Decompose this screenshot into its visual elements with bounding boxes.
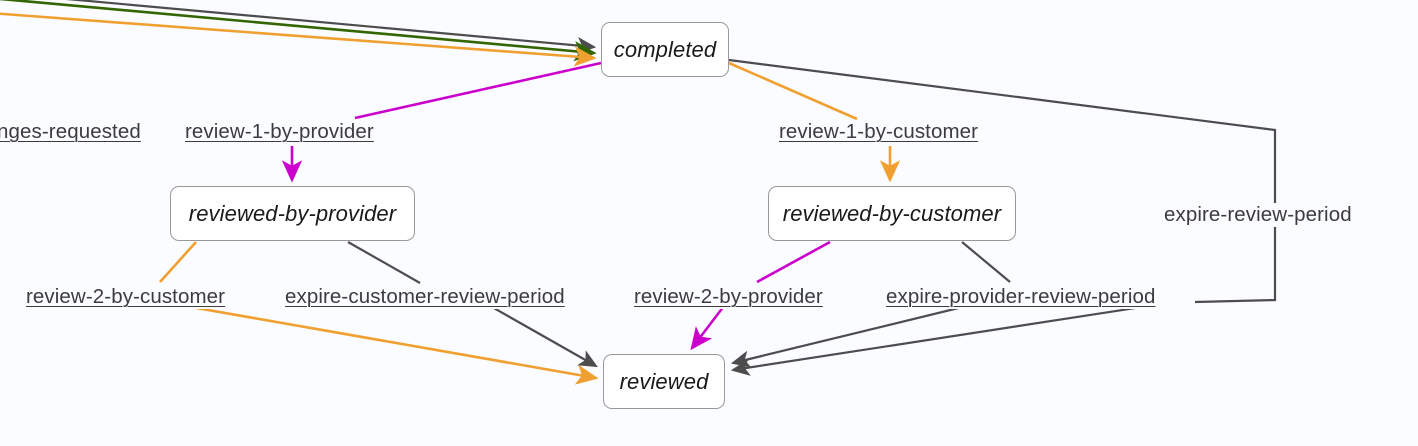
edge-provider-to-reviewed-gray-seg1: [347, 241, 421, 284]
state-node-reviewed-label: reviewed: [619, 368, 709, 394]
edge-customer-to-reviewed-gray-seg1: [961, 241, 1011, 283]
state-node-reviewed-by-provider[interactable]: reviewed-by-provider: [170, 186, 415, 241]
edge-completed-to-reviewed-expire-seg2: [730, 303, 1156, 376]
state-node-reviewed-by-customer[interactable]: reviewed-by-customer: [768, 186, 1016, 241]
state-node-completed[interactable]: completed: [601, 22, 729, 77]
state-node-reviewed[interactable]: reviewed: [603, 354, 725, 409]
edge-label-expire-review-period[interactable]: expire-review-period: [1162, 203, 1354, 227]
edge-label-review-1-by-provider[interactable]: review-1-by-provider: [183, 120, 376, 144]
edge-completed-to-reviewed-by-provider-seg1: [354, 61, 602, 120]
edge-green-into-completed: [0, 0, 597, 62]
edge-label-changes-requested[interactable]: nges-requested: [0, 120, 143, 144]
edge-provider-to-reviewed-orange-seg2: [167, 301, 599, 385]
edge-label-expire-provider-review-period[interactable]: expire-provider-review-period: [884, 285, 1158, 309]
edge-customer-to-reviewed-magenta-seg1: [756, 240, 831, 284]
edge-completed-to-reviewed-by-customer-seg1: [728, 61, 858, 121]
edge-orange-into-completed: [0, 12, 597, 67]
edge-customer-to-reviewed-magenta-seg2: [690, 301, 729, 351]
edge-label-review-2-by-provider[interactable]: review-2-by-provider: [632, 285, 825, 309]
edge-gray-into-completed: [65, 0, 597, 55]
edge-provider-to-reviewed-orange-seg1: [159, 241, 197, 283]
state-node-completed-label: completed: [613, 36, 717, 62]
state-node-reviewed-by-provider-label: reviewed-by-provider: [188, 200, 397, 226]
state-node-reviewed-by-customer-label: reviewed-by-customer: [782, 200, 1002, 226]
edge-provider-to-reviewed-gray-seg2: [484, 302, 598, 368]
edge-completed-to-reviewed-expire-seg1: [728, 58, 1277, 304]
edge-label-review-1-by-customer[interactable]: review-1-by-customer: [777, 120, 981, 144]
edge-customer-to-reviewed-gray-seg2: [730, 302, 976, 368]
edge-label-review-2-by-customer[interactable]: review-2-by-customer: [24, 285, 228, 309]
edge-label-expire-customer-review-period[interactable]: expire-customer-review-period: [283, 285, 567, 309]
